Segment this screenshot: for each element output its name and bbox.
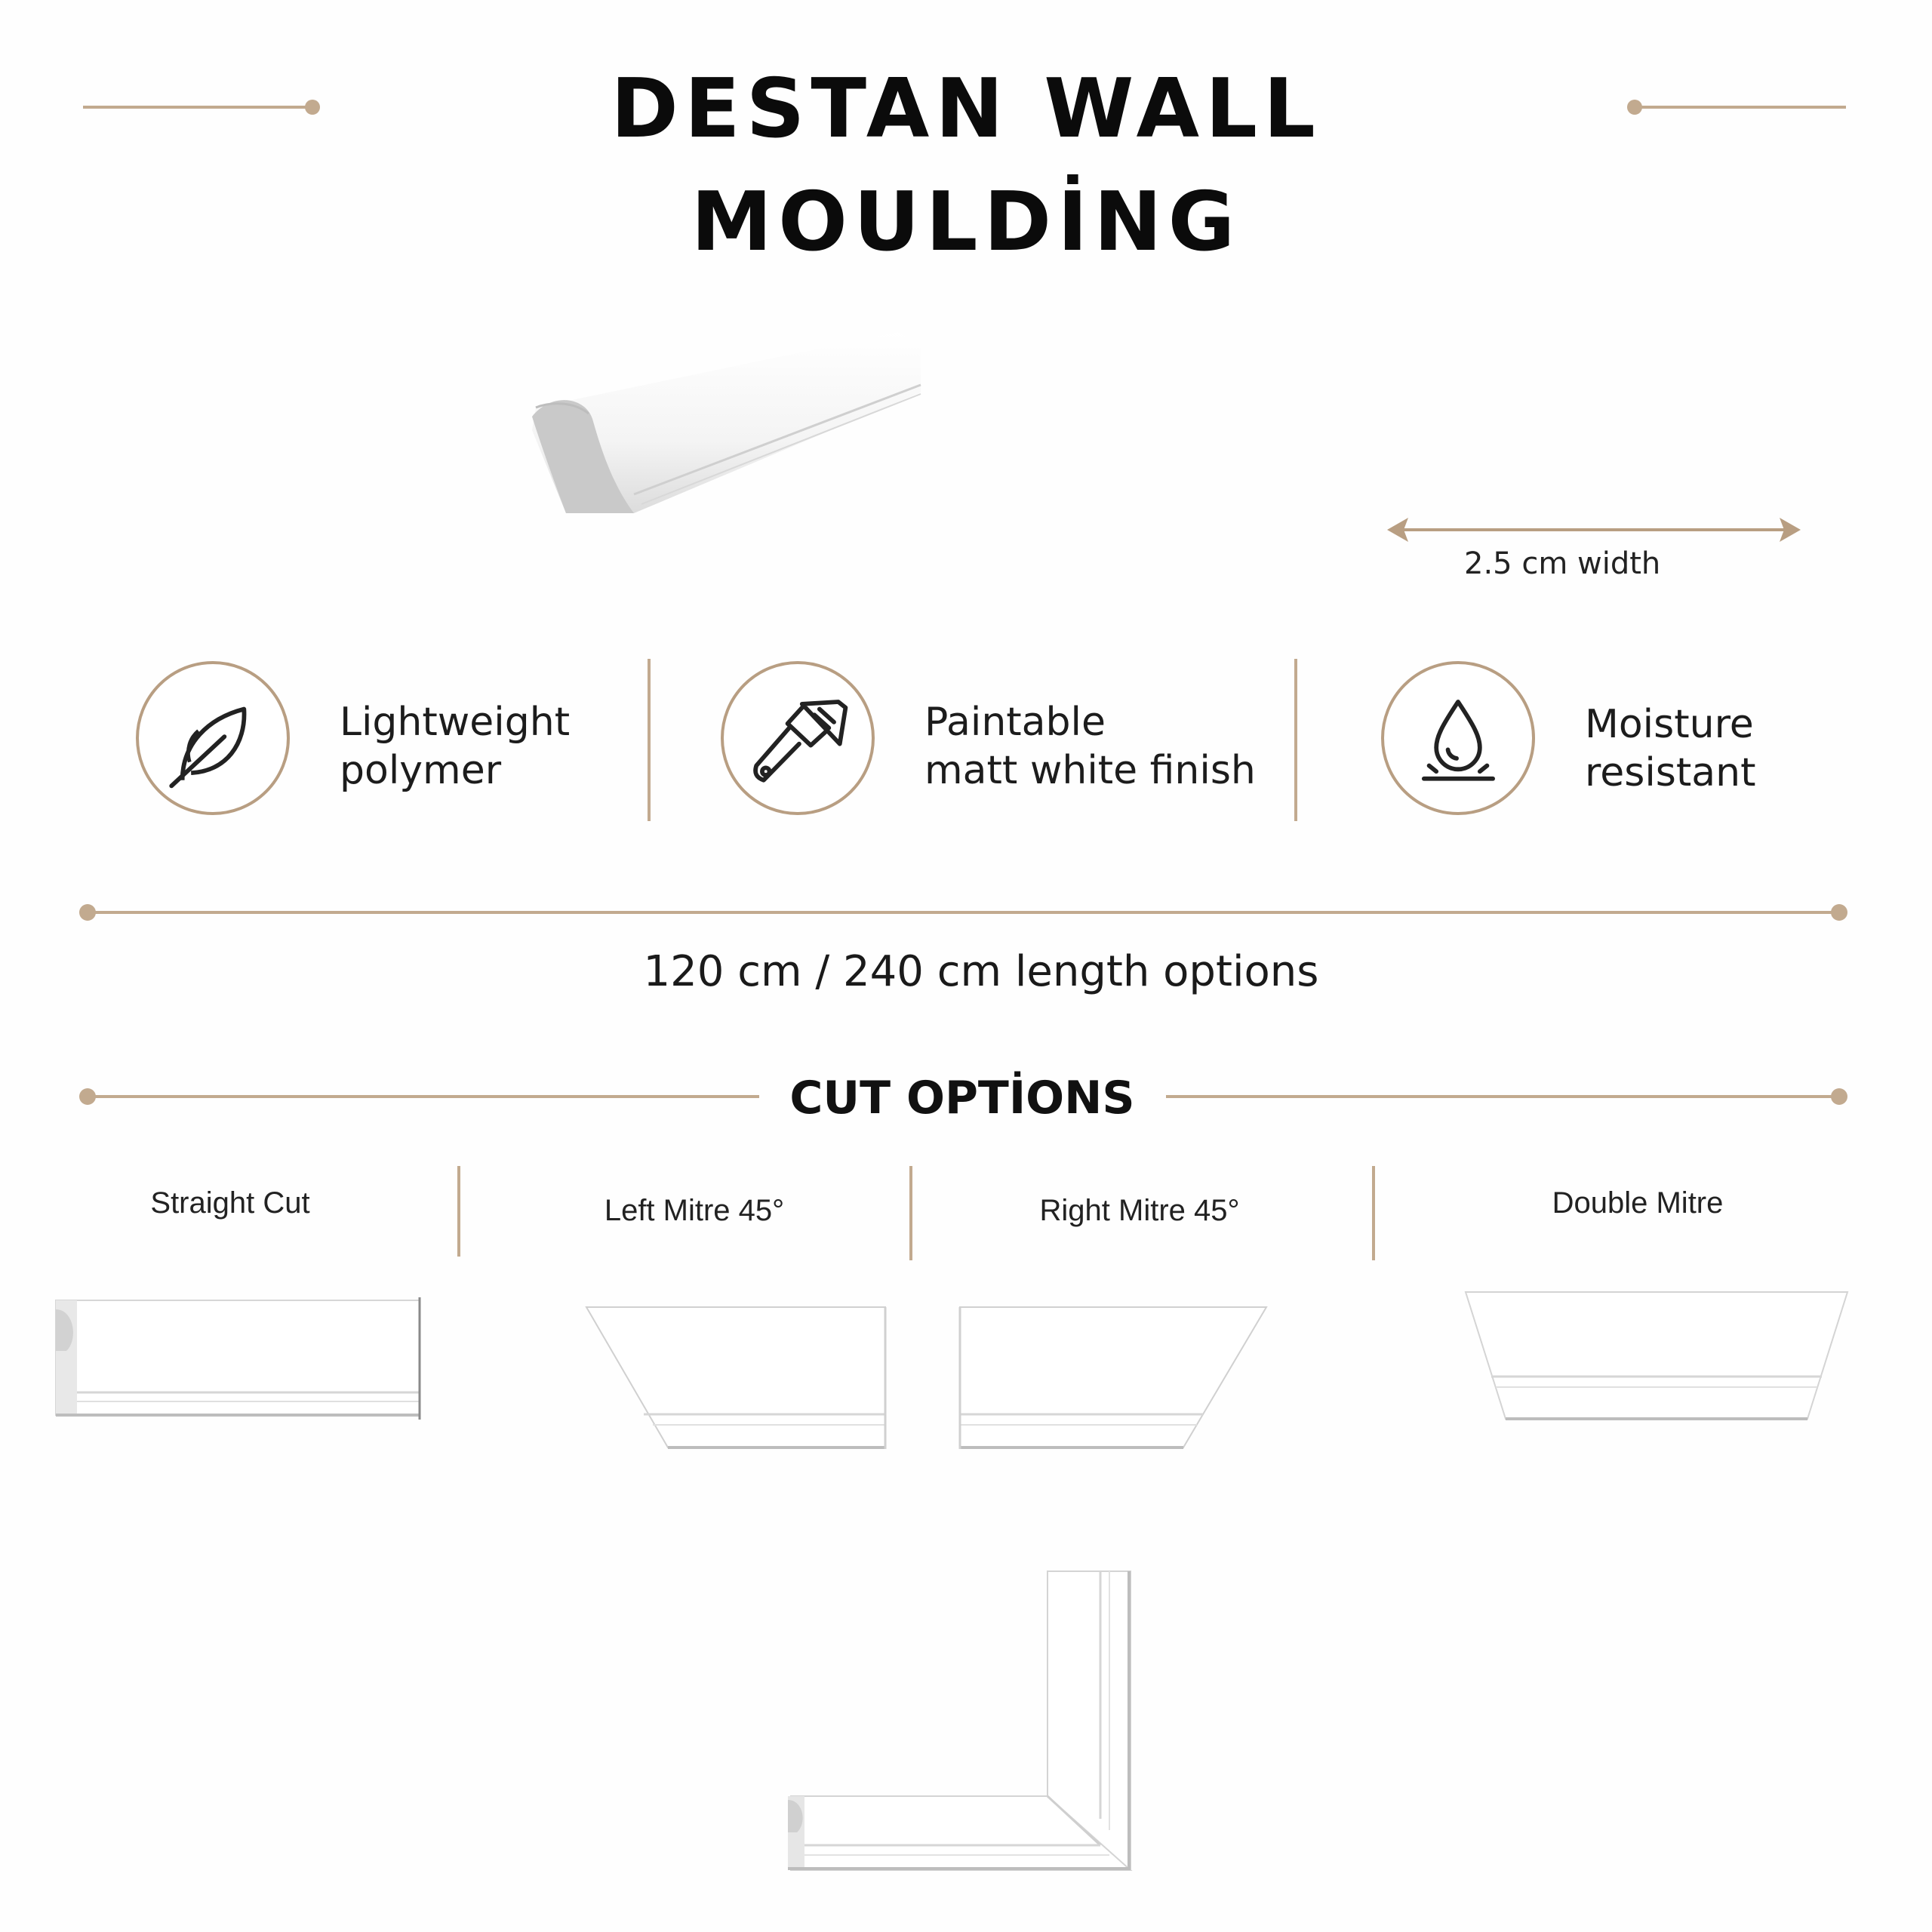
water-drop-icon <box>1421 700 1495 781</box>
feature-circle-paintable <box>721 661 875 815</box>
length-right-dot <box>1831 904 1847 921</box>
feature-circle-lightweight <box>136 661 290 815</box>
left-mitre-image <box>585 1306 887 1449</box>
feature-moisture: Moisture resistant <box>1585 700 1755 797</box>
feature-lightweight-line1: Lightweight <box>340 700 571 745</box>
feature-lightweight-line2: polymer <box>340 748 502 793</box>
cut-label-double-mitre: Double Mitre <box>1552 1186 1724 1220</box>
title-right-rule <box>1635 106 1846 109</box>
cut-left-rule <box>88 1095 759 1098</box>
title-left-rule <box>83 106 313 109</box>
feature-moisture-line2: resistant <box>1585 750 1756 795</box>
feature-paintable: Paintable matt white finish <box>924 698 1256 795</box>
feature-circle-moisture <box>1381 661 1535 815</box>
cut-divider-3 <box>1372 1166 1375 1260</box>
feature-paintable-line2: matt white finish <box>924 748 1256 793</box>
feature-moisture-line1: Moisture <box>1585 702 1754 747</box>
feature-lightweight: Lightweight polymer <box>340 698 570 795</box>
paint-brush-icon <box>753 700 848 783</box>
width-arrow <box>1387 518 1801 542</box>
width-label: 2.5 cm width <box>1464 546 1661 581</box>
length-rule <box>88 911 1838 914</box>
feature-divider-2 <box>1294 659 1297 821</box>
title-left-dot <box>305 100 320 115</box>
corner-joint-image <box>788 1571 1133 1871</box>
length-label: 120 cm / 240 cm length options <box>643 947 1319 996</box>
moulding-hero-image <box>532 332 921 513</box>
straight-cut-image <box>55 1297 421 1420</box>
feature-divider-1 <box>648 659 651 821</box>
right-mitre-image <box>958 1306 1268 1449</box>
cut-right-rule <box>1166 1095 1838 1098</box>
cut-options-title: CUT OPTİONS <box>789 1072 1135 1124</box>
page-title: DESTAN WALL MOULDİNG <box>611 62 1321 269</box>
cut-divider-2 <box>909 1166 912 1260</box>
feature-paintable-line1: Paintable <box>924 700 1106 745</box>
double-mitre-image <box>1464 1291 1849 1420</box>
cut-label-right-mitre: Right Mitre 45° <box>1039 1194 1240 1227</box>
cut-label-straight: Straight Cut <box>150 1186 310 1220</box>
cut-label-left-mitre: Left Mitre 45° <box>604 1194 785 1227</box>
cut-divider-1 <box>457 1166 460 1257</box>
leaf-icon <box>169 706 247 789</box>
cut-right-dot <box>1831 1088 1847 1105</box>
